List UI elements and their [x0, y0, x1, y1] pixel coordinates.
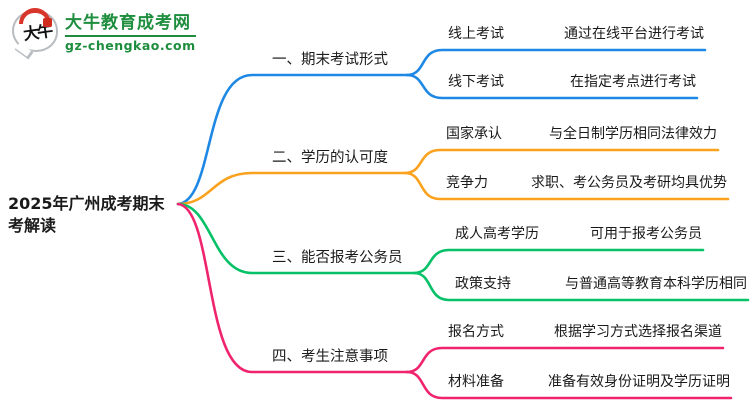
logo-seal-icon [43, 17, 52, 27]
branch-1-row-2-line [405, 73, 699, 100]
branch-2-label: 二、学历的认可度 [272, 150, 388, 166]
leaf-desc: 通过在线平台进行考试 [564, 26, 704, 42]
branch-4-label: 四、考生注意事项 [272, 349, 388, 365]
leaf-key: 线上考试 [448, 26, 504, 42]
leaf-desc: 根据学习方式选择报名渠道 [554, 324, 722, 340]
leaf-row-online-exam: 线上考试 通过在线平台进行考试 [442, 24, 705, 44]
leaf-row-degree: 成人高考学历 可用于报考公务员 [449, 224, 703, 244]
leaf-key: 线下考试 [448, 74, 504, 90]
branch-2-row-2-line [403, 171, 730, 201]
branch-2-main-line [176, 171, 407, 206]
leaf-key: 报名方式 [448, 324, 504, 340]
branch-3-row-1-line [412, 248, 705, 275]
leaf-row-registration: 报名方式 根据学习方式选择报名渠道 [442, 322, 723, 342]
leaf-row-offline-exam: 线下考试 在指定考点进行考试 [442, 72, 697, 92]
branch-1-label: 一、期末考试形式 [272, 52, 388, 68]
leaf-row-state-recognized: 国家承认 与全日制学历相同法律效力 [440, 124, 718, 144]
leaf-key: 竞争力 [446, 175, 488, 191]
daniu-logo-icon: 大牛 [12, 7, 58, 52]
branch-4-row-1-line [405, 346, 725, 374]
leaf-desc: 可用于报考公务员 [590, 226, 702, 242]
leaf-key: 成人高考学历 [455, 226, 539, 242]
leaf-desc: 与全日制学历相同法律效力 [549, 126, 717, 142]
site-logo[interactable]: 大牛 大牛教育成考网 gz-chengkao.com [12, 7, 196, 53]
branch-3-row-2-line [412, 271, 750, 302]
leaf-key: 政策支持 [455, 276, 511, 292]
leaf-desc: 准备有效身份证明及学历证明 [548, 374, 730, 390]
branch-2-row-1-line [403, 148, 720, 175]
branch-3-main-line [176, 202, 416, 275]
root-node: 2025年广州成考期末考解读 [8, 194, 165, 235]
logo-divider [65, 35, 196, 37]
site-name[interactable]: 大牛教育成考网 [65, 13, 191, 33]
leaf-row-competitiveness: 竞争力 求职、考公务员及考研均具优势 [440, 173, 728, 193]
branch-1-row-1-line [405, 48, 707, 77]
leaf-desc: 与普通高等教育本科学历相同 [565, 276, 747, 292]
site-domain-link[interactable]: gz-chengkao.com [65, 38, 196, 53]
leaf-key: 材料准备 [448, 374, 504, 390]
leaf-row-policy: 政策支持 与普通高等教育本科学历相同 [449, 274, 748, 294]
branch-4-main-line [176, 202, 409, 374]
leaf-desc: 在指定考点进行考试 [570, 74, 696, 90]
leaf-row-materials: 材料准备 准备有效身份证明及学历证明 [442, 372, 731, 392]
leaf-key: 国家承认 [446, 126, 502, 142]
branch-4-row-2-line [405, 370, 733, 400]
branch-3-label: 三、能否报考公务员 [272, 250, 403, 266]
leaf-desc: 求职、考公务员及考研均具优势 [531, 175, 727, 191]
branch-1-main-line [176, 73, 409, 206]
